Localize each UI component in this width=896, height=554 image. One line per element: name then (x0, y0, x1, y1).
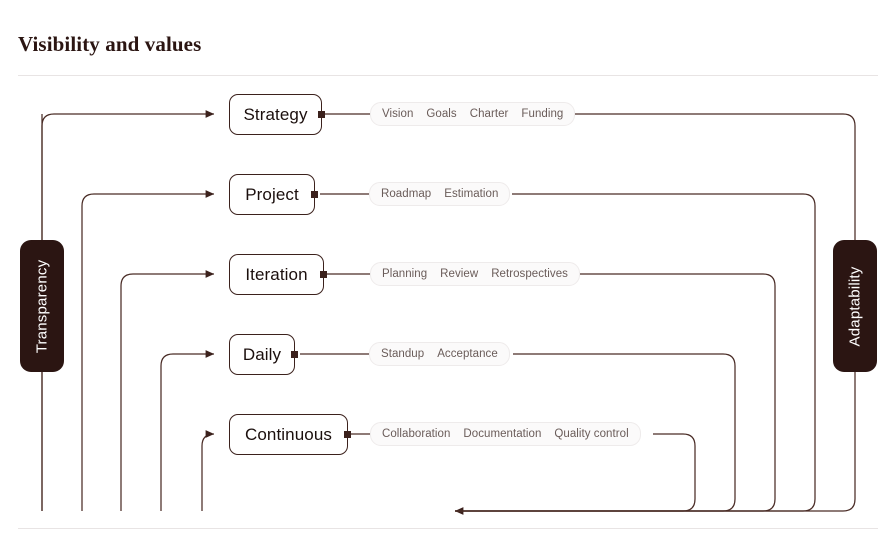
stage-box-strategy[interactable]: Strategy (229, 94, 322, 135)
tag-roadmap[interactable]: Roadmap (381, 188, 432, 200)
tag-charter[interactable]: Charter (469, 108, 509, 120)
tag-funding[interactable]: Funding (521, 108, 564, 120)
pillar-adaptability-label: Adaptability (846, 266, 864, 346)
stage-connector-dot-continuous (344, 431, 351, 438)
tag-documentation[interactable]: Documentation (463, 428, 542, 440)
stage-connector-dot-daily (291, 351, 298, 358)
tag-group-project: Roadmap Estimation (369, 182, 511, 206)
tag-planning[interactable]: Planning (382, 268, 428, 280)
stage-connector-dot-iteration (320, 271, 327, 278)
tag-quality-control[interactable]: Quality control (554, 428, 629, 440)
pillar-transparency-label: Transparency (33, 259, 51, 353)
tag-group-iteration: Planning Review Retrospectives (370, 262, 580, 286)
pillar-adaptability[interactable]: Adaptability (833, 240, 877, 372)
stage-label: Daily (242, 344, 282, 364)
tag-group-strategy: Vision Goals Charter Funding (370, 102, 576, 126)
stage-connector-dot-strategy (318, 111, 325, 118)
tag-review[interactable]: Review (440, 268, 479, 280)
pillar-transparency[interactable]: Transparency (20, 240, 64, 372)
tag-group-continuous: Collaboration Documentation Quality cont… (370, 422, 641, 446)
tag-retrospectives[interactable]: Retrospectives (491, 268, 568, 280)
page-title: Visibility and values (18, 32, 202, 56)
tag-acceptance[interactable]: Acceptance (437, 348, 498, 360)
stage-box-daily[interactable]: Daily (229, 334, 295, 375)
tag-estimation[interactable]: Estimation (444, 188, 499, 200)
stage-box-continuous[interactable]: Continuous (229, 414, 348, 455)
stage-box-iteration[interactable]: Iteration (229, 254, 324, 295)
tag-goals[interactable]: Goals (426, 108, 457, 120)
tag-standup[interactable]: Standup (381, 348, 425, 360)
stage-label: Project (245, 184, 299, 204)
tag-vision[interactable]: Vision (382, 108, 414, 120)
stage-label: Continuous (244, 424, 332, 444)
stage-box-project[interactable]: Project (229, 174, 315, 215)
tag-group-daily: Standup Acceptance (369, 342, 510, 366)
stage-label: Iteration (245, 264, 308, 284)
divider-top (18, 75, 878, 76)
stage-connector-dot-project (311, 191, 318, 198)
stage-label: Strategy (243, 104, 308, 124)
tag-collaboration[interactable]: Collaboration (382, 428, 451, 440)
divider-bottom (18, 528, 878, 529)
